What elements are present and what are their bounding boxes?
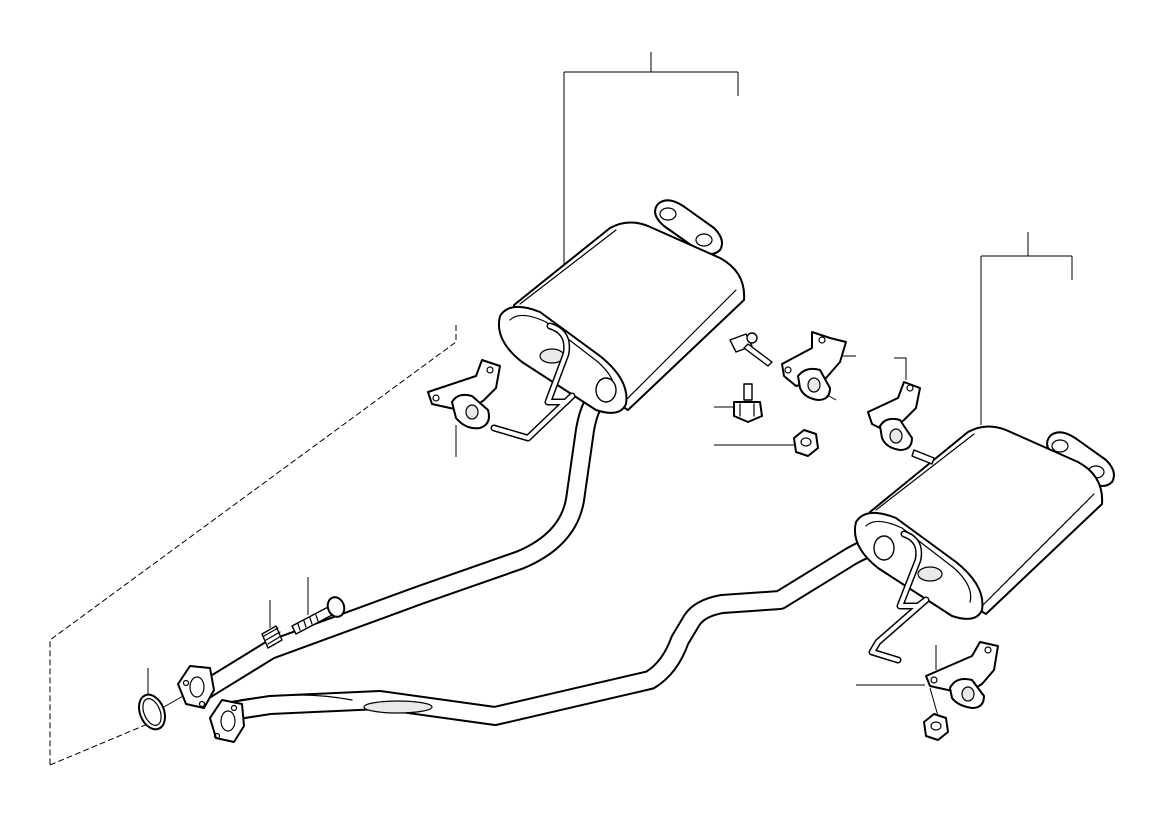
flange-gasket-ring bbox=[137, 693, 167, 731]
left-rear-silencer bbox=[490, 199, 746, 442]
flange-bolt bbox=[291, 596, 346, 635]
pipe-flange-lower bbox=[209, 699, 245, 743]
stud-bolt-right bbox=[911, 449, 935, 465]
hex-nut-right bbox=[923, 713, 949, 741]
center-rubber-mount-lower bbox=[867, 381, 921, 451]
leader-lines bbox=[49, 52, 1073, 766]
leader-nut-vertical bbox=[929, 687, 939, 717]
hex-nut-center bbox=[793, 429, 819, 457]
right-rear-silencer bbox=[854, 425, 1115, 664]
front-pipe-assembly bbox=[177, 378, 896, 743]
leader-dashed-explode bbox=[49, 325, 457, 766]
center-rubber-mount-upper bbox=[781, 331, 847, 401]
pipe-flange-upper bbox=[177, 665, 215, 709]
hex-bolt bbox=[733, 383, 763, 423]
stud-bolt-center bbox=[729, 332, 773, 367]
left-rubber-mount bbox=[427, 359, 501, 430]
right-rubber-mount bbox=[925, 641, 999, 709]
leader-bracket-right-silencer bbox=[980, 232, 1073, 425]
leader-bracket-left-silencer bbox=[563, 52, 739, 268]
leader-right-mount-top bbox=[894, 357, 907, 380]
compression-spring bbox=[261, 625, 283, 649]
